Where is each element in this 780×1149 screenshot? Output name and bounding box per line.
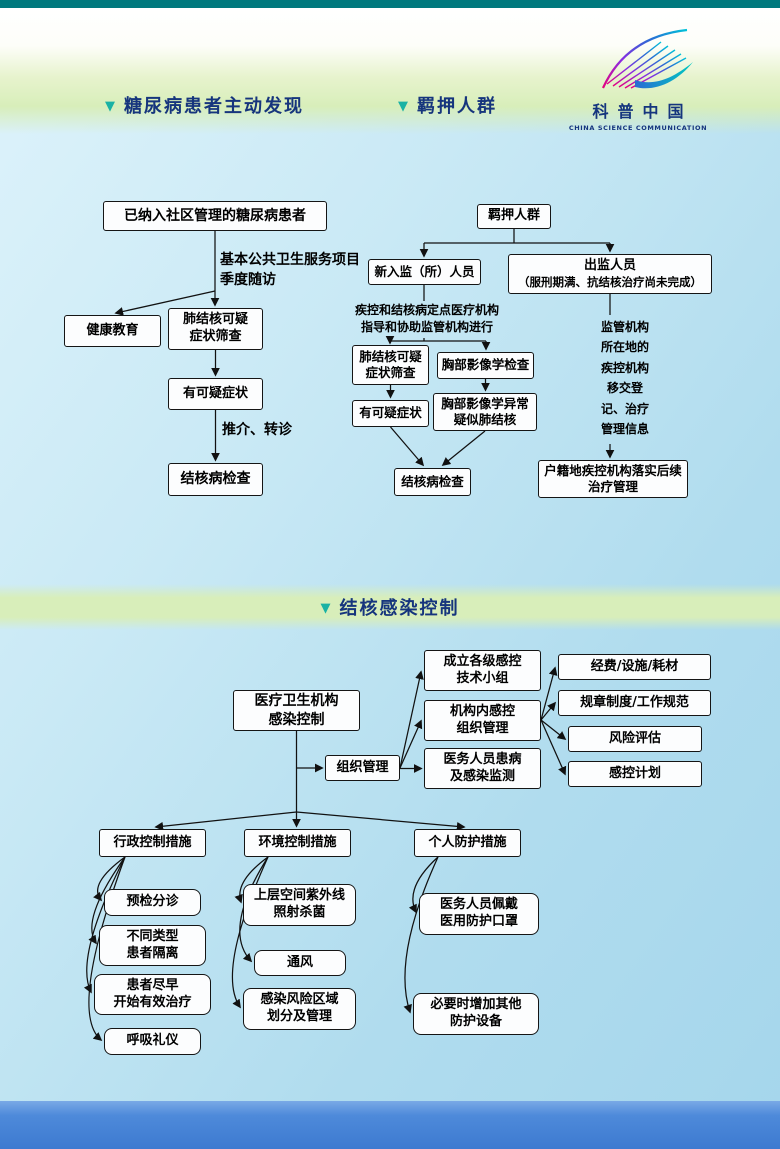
label-cdc-guidance: 疾控和结核病定点医疗机构 指导和协助监管机构进行 xyxy=(354,303,499,334)
node-staff-monitoring: 医务人员患病 及感染监测 xyxy=(424,748,541,789)
footer-bar xyxy=(0,1101,780,1149)
label-referral: 推介、转诊 xyxy=(222,422,292,438)
node-regulations: 规章制度/工作规范 xyxy=(558,690,711,716)
section-header-detained: ▼ 羁押人群 xyxy=(398,92,497,118)
node-extra-equipment: 必要时增加其他 防护设备 xyxy=(413,993,539,1035)
node-tb-examination: 结核病检查 xyxy=(168,463,263,496)
section-title-detained: 羁押人群 xyxy=(417,96,497,117)
node-org-management: 组织管理 xyxy=(325,755,400,781)
node-risk-zones: 感染风险区域 划分及管理 xyxy=(243,988,356,1030)
triangle-down-icon: ▼ xyxy=(398,98,408,114)
node-suspicious-symptoms: 有可疑症状 xyxy=(168,378,263,410)
node-internal-org-management: 机构内感控 组织管理 xyxy=(424,700,541,741)
section-header-diabetes: ▼ 糖尿病患者主动发现 xyxy=(105,92,304,118)
node-community-diabetes-patients: 已纳入社区管理的糖尿病患者 xyxy=(103,201,327,231)
node-tb-symptom-screening: 肺结核可疑 症状筛查 xyxy=(168,308,263,350)
label-quarterly-followup: 基本公共卫生服务项目 季度随访 xyxy=(220,252,360,288)
infection-control-band: ▼ 结核感染控制 xyxy=(0,584,780,630)
node-detained-group: 羁押人群 xyxy=(477,204,551,229)
node-imaging-abnormal: 胸部影像学异常 疑似肺结核 xyxy=(433,393,537,431)
section-title-diabetes: 糖尿病患者主动发现 xyxy=(124,96,304,117)
node-env-measures: 环境控制措施 xyxy=(244,829,351,857)
top-strip xyxy=(0,0,780,8)
node-protective-masks: 医务人员佩戴 医用防护口罩 xyxy=(419,893,539,935)
node-local-cdc-followup: 户籍地疾控机构落实后续 治疗管理 xyxy=(538,460,688,498)
node-suspicious-symptoms-detained: 有可疑症状 xyxy=(352,400,429,427)
node-health-education: 健康教育 xyxy=(64,315,161,347)
node-tech-groups: 成立各级感控 技术小组 xyxy=(424,650,541,691)
logo-subtitle: CHINA SCIENCE COMMUNICATION xyxy=(568,124,708,132)
released-note: （服刑期满、抗结核治疗尚未完成） xyxy=(518,274,702,289)
node-new-inmates: 新入监（所）人员 xyxy=(368,259,481,285)
section-header-infection: ▼ 结核感染控制 xyxy=(321,594,460,620)
header-band xyxy=(0,8,780,134)
node-early-treatment: 患者尽早 开始有效治疗 xyxy=(94,974,211,1015)
triangle-down-icon: ▼ xyxy=(105,98,115,114)
node-admin-measures: 行政控制措施 xyxy=(99,829,206,857)
node-personal-measures: 个人防护措施 xyxy=(414,829,521,857)
node-chest-imaging: 胸部影像学检查 xyxy=(437,352,534,379)
node-respiratory-etiquette: 呼吸礼仪 xyxy=(104,1028,201,1055)
triangle-down-icon: ▼ xyxy=(320,600,331,616)
node-released-inmates: 出监人员 （服刑期满、抗结核治疗尚未完成） xyxy=(508,254,712,294)
china-science-communication-logo: 科普中国 CHINA SCIENCE COMMUNICATION xyxy=(565,26,711,132)
node-triage: 预检分诊 xyxy=(104,889,201,916)
node-ventilation: 通风 xyxy=(254,950,346,976)
node-funding-facilities: 经费/设施/耗材 xyxy=(558,654,711,680)
node-uv-sterilization: 上层空间紫外线 照射杀菌 xyxy=(243,884,356,926)
node-institution-infection-control: 医疗卫生机构 感染控制 xyxy=(233,690,360,731)
label-transfer-info: 监管机构 所在地的 疾控机构 移交登 记、治疗 管理信息 xyxy=(600,320,649,436)
feather-logo-icon xyxy=(602,28,693,89)
node-control-plan: 感控计划 xyxy=(568,761,702,787)
node-tb-symptom-screening-detained: 肺结核可疑 症状筛查 xyxy=(352,345,429,385)
logo-name: 科普中国 xyxy=(592,102,693,121)
node-risk-assessment: 风险评估 xyxy=(568,726,702,752)
node-patient-isolation: 不同类型 患者隔离 xyxy=(99,925,206,966)
released-title: 出监人员 xyxy=(583,258,636,274)
section-title-infection: 结核感染控制 xyxy=(339,598,460,619)
node-tb-examination-detained: 结核病检查 xyxy=(394,468,471,496)
